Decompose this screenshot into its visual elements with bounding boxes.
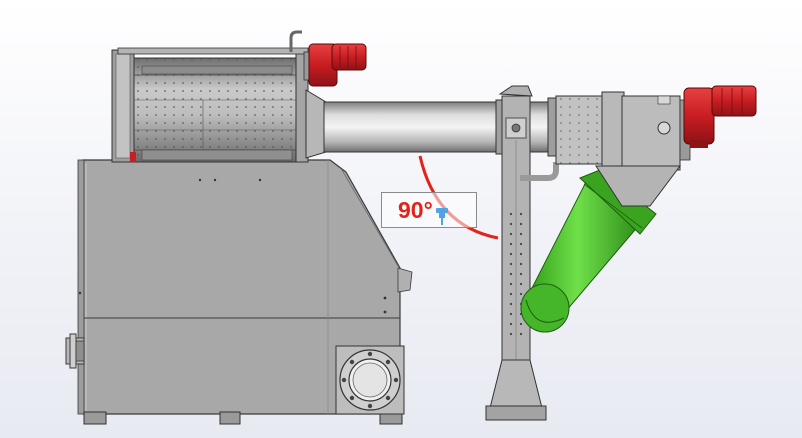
tank-body (77, 159, 401, 415)
discharge-pipe (520, 169, 657, 333)
side-nozzle (65, 333, 85, 369)
screen-drum (111, 47, 309, 163)
drive-motor-right (683, 85, 757, 148)
tank-lug (397, 267, 413, 293)
angle-dimension-box[interactable]: 90° (381, 192, 477, 228)
drain-flange (335, 345, 405, 415)
return-hose (520, 162, 559, 181)
pin-icon[interactable] (434, 207, 450, 225)
drive-motor-left (303, 43, 367, 87)
angle-label: 90° (398, 197, 433, 223)
dewatering-housing (555, 91, 691, 207)
lifting-hook (289, 30, 302, 52)
support-column (485, 85, 547, 421)
